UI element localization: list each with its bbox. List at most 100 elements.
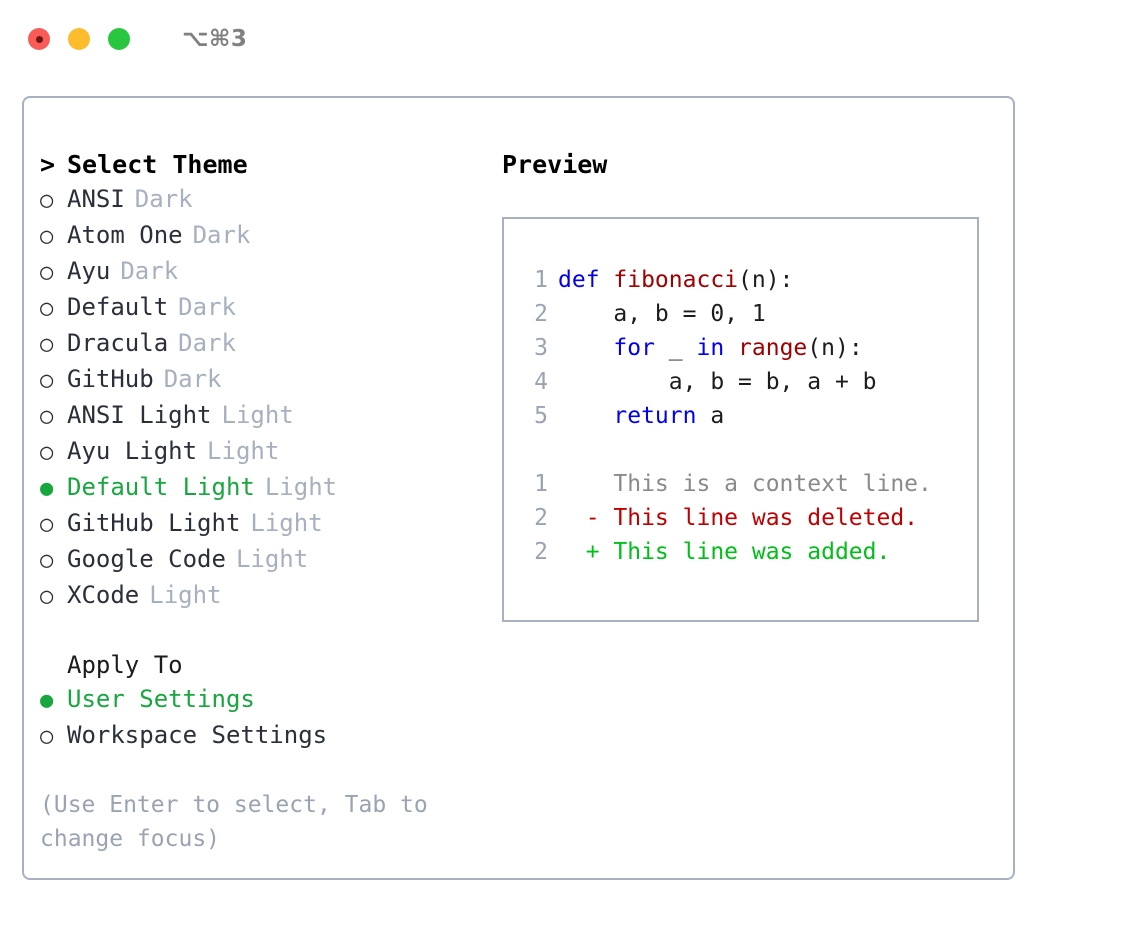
diff-marker: + xyxy=(558,539,614,565)
code-token-kw: return xyxy=(613,403,697,429)
theme-option-tag: Light xyxy=(207,437,280,465)
radio-unselected-icon: ○ xyxy=(40,224,54,249)
preview-heading: Preview xyxy=(502,150,608,179)
theme-option-tag: Dark xyxy=(178,293,236,321)
theme-option-dracula[interactable]: ○ Dracula Dark xyxy=(40,326,500,362)
apply-to-option-label: Workspace Settings xyxy=(67,721,328,749)
theme-option-label: ANSI xyxy=(67,185,125,213)
theme-option-google-code[interactable]: ○ Google Code Light xyxy=(40,542,500,578)
apply-to-heading-label: Apply To xyxy=(67,651,183,679)
code-line: 2 a, b = 0, 1 xyxy=(520,297,977,331)
theme-option-ayu[interactable]: ○ Ayu Dark xyxy=(40,254,500,290)
radio-unselected-icon: ○ xyxy=(40,512,54,537)
theme-option-label: GitHub xyxy=(67,365,154,393)
code-token-pl xyxy=(558,335,613,361)
code-token-pl: (n): xyxy=(807,335,863,361)
radio-selected-icon: ● xyxy=(40,688,54,713)
keyboard-hint-text: (Use Enter to select, Tab to change focu… xyxy=(40,792,428,852)
code-token-fn: fibonacci xyxy=(613,267,739,293)
code-line: 3 for _ in range(n): xyxy=(520,331,977,365)
theme-option-tag: Dark xyxy=(120,257,179,285)
code-token-kw: for xyxy=(613,335,655,361)
radio-unselected-icon: ○ xyxy=(40,296,54,321)
theme-option-label: Ayu xyxy=(67,257,111,285)
minimize-button-icon[interactable] xyxy=(68,28,90,50)
code-line-number: 3 xyxy=(534,335,548,361)
code-line-number: 5 xyxy=(534,403,548,429)
code-line-number: 2 xyxy=(534,301,548,327)
zoom-button-icon[interactable] xyxy=(108,28,130,50)
radio-selected-icon: ● xyxy=(40,476,54,501)
diff-line-text: This line was added. xyxy=(613,539,891,565)
radio-unselected-icon: ○ xyxy=(40,584,54,609)
title-bar: ⌥⌘3 xyxy=(0,0,1140,78)
theme-option-tag: Dark xyxy=(192,221,251,249)
diff-line-text: This line was deleted. xyxy=(613,505,919,531)
code-token-pl: a xyxy=(696,403,725,429)
diff-marker: - xyxy=(558,505,614,531)
theme-option-default[interactable]: ○ Default Dark xyxy=(40,290,500,326)
code-line-text: def fibonacci(n): xyxy=(558,263,793,297)
select-theme-heading: > Select Theme xyxy=(40,148,500,182)
theme-option-tag: Light xyxy=(149,581,222,609)
theme-option-label: Default xyxy=(67,293,169,321)
diff-line-text: This is a context line. xyxy=(613,471,932,497)
apply-to-indent xyxy=(40,648,67,682)
radio-unselected-icon: ○ xyxy=(40,188,54,213)
code-token-pl: a, b = b, a + b xyxy=(558,369,877,395)
code-line-text: for _ in range(n): xyxy=(558,331,863,365)
code-line-number: 1 xyxy=(534,267,548,293)
code-diff-separator xyxy=(520,433,977,467)
apply-to-option-list: ● User Settings ○Workspace Settings xyxy=(40,682,500,754)
radio-unselected-icon: ○ xyxy=(40,404,54,429)
diff-line-number: 1 xyxy=(534,471,548,497)
close-button-icon[interactable] xyxy=(28,28,50,50)
theme-option-label: GitHub Light xyxy=(67,509,241,537)
theme-option-tag: Light xyxy=(235,545,309,573)
code-token-kw: in xyxy=(696,335,725,361)
diff-line-deleted: 2 - This line was deleted. xyxy=(520,501,977,535)
code-line-text: a, b = b, a + b xyxy=(558,365,877,399)
code-line-number: 4 xyxy=(534,369,548,395)
radio-unselected-icon: ○ xyxy=(40,260,54,285)
theme-option-xcode[interactable]: ○ XCode Light xyxy=(40,578,500,614)
radio-unselected-icon: ○ xyxy=(40,332,54,357)
apply-to-option-workspace-settings[interactable]: ○Workspace Settings xyxy=(40,718,500,754)
theme-option-tag: Dark xyxy=(178,329,236,357)
theme-option-tag: Light xyxy=(264,473,338,501)
radio-unselected-icon: ○ xyxy=(40,368,54,393)
list-spacer xyxy=(40,614,500,648)
code-line: 5 return a xyxy=(520,399,977,433)
radio-unselected-icon: ○ xyxy=(40,548,54,573)
code-line: 4 a, b = b, a + b xyxy=(520,365,977,399)
theme-option-label: Google Code xyxy=(67,545,226,573)
theme-option-tag: Dark xyxy=(163,365,222,393)
select-theme-heading-label: Select Theme xyxy=(67,150,248,179)
theme-option-github[interactable]: ○ GitHub Dark xyxy=(40,362,500,398)
code-token-pl: a, b = 0, 1 xyxy=(558,301,766,327)
code-token-kw: def xyxy=(558,267,614,293)
keyboard-shortcut-label: ⌥⌘3 xyxy=(182,26,248,52)
code-token-pl: _ xyxy=(654,335,697,361)
theme-option-label: XCode xyxy=(67,581,140,609)
code-line-text: a, b = 0, 1 xyxy=(558,297,766,331)
code-line-text: return a xyxy=(558,399,724,433)
theme-option-label: Ayu Light xyxy=(67,437,198,465)
diff-sample: 1 This is a context line. 2 - This line w… xyxy=(520,467,977,569)
apply-to-option-user-settings[interactable]: ● User Settings xyxy=(40,682,500,718)
code-token-pl xyxy=(724,335,738,361)
apply-to-option-label: User Settings xyxy=(67,685,255,713)
diff-line-number: 2 xyxy=(534,539,548,565)
theme-option-label: Dracula xyxy=(67,329,169,357)
